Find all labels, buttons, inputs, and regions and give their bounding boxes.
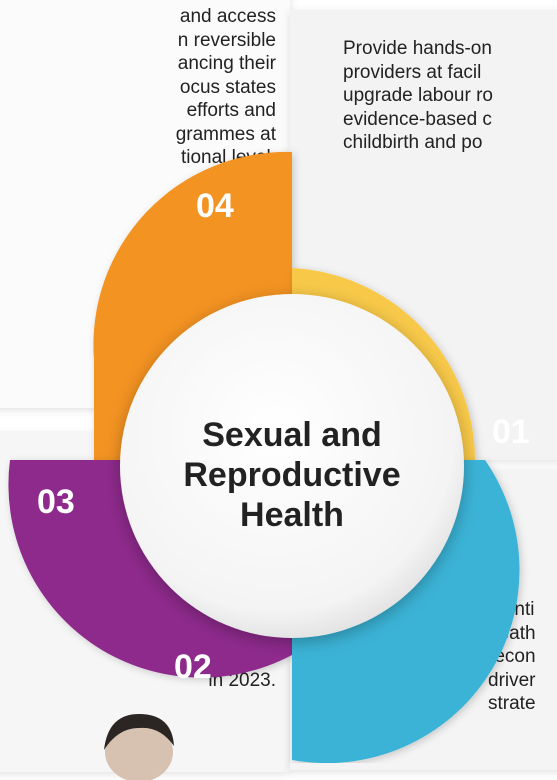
segment-01-text: Provide hands-on providers at facil upgr… [343, 38, 493, 153]
cycle-diagram [8, 151, 520, 763]
center-hub [120, 294, 464, 638]
segment-04-number: 04 [196, 187, 234, 225]
segment-04-text: and access n reversible ancing their ocu… [175, 6, 276, 168]
segment-03-number: 03 [37, 483, 75, 521]
person-photo [104, 714, 174, 780]
segment-01-number: 01 [492, 413, 530, 451]
segment-02-number: 02 [174, 648, 212, 686]
